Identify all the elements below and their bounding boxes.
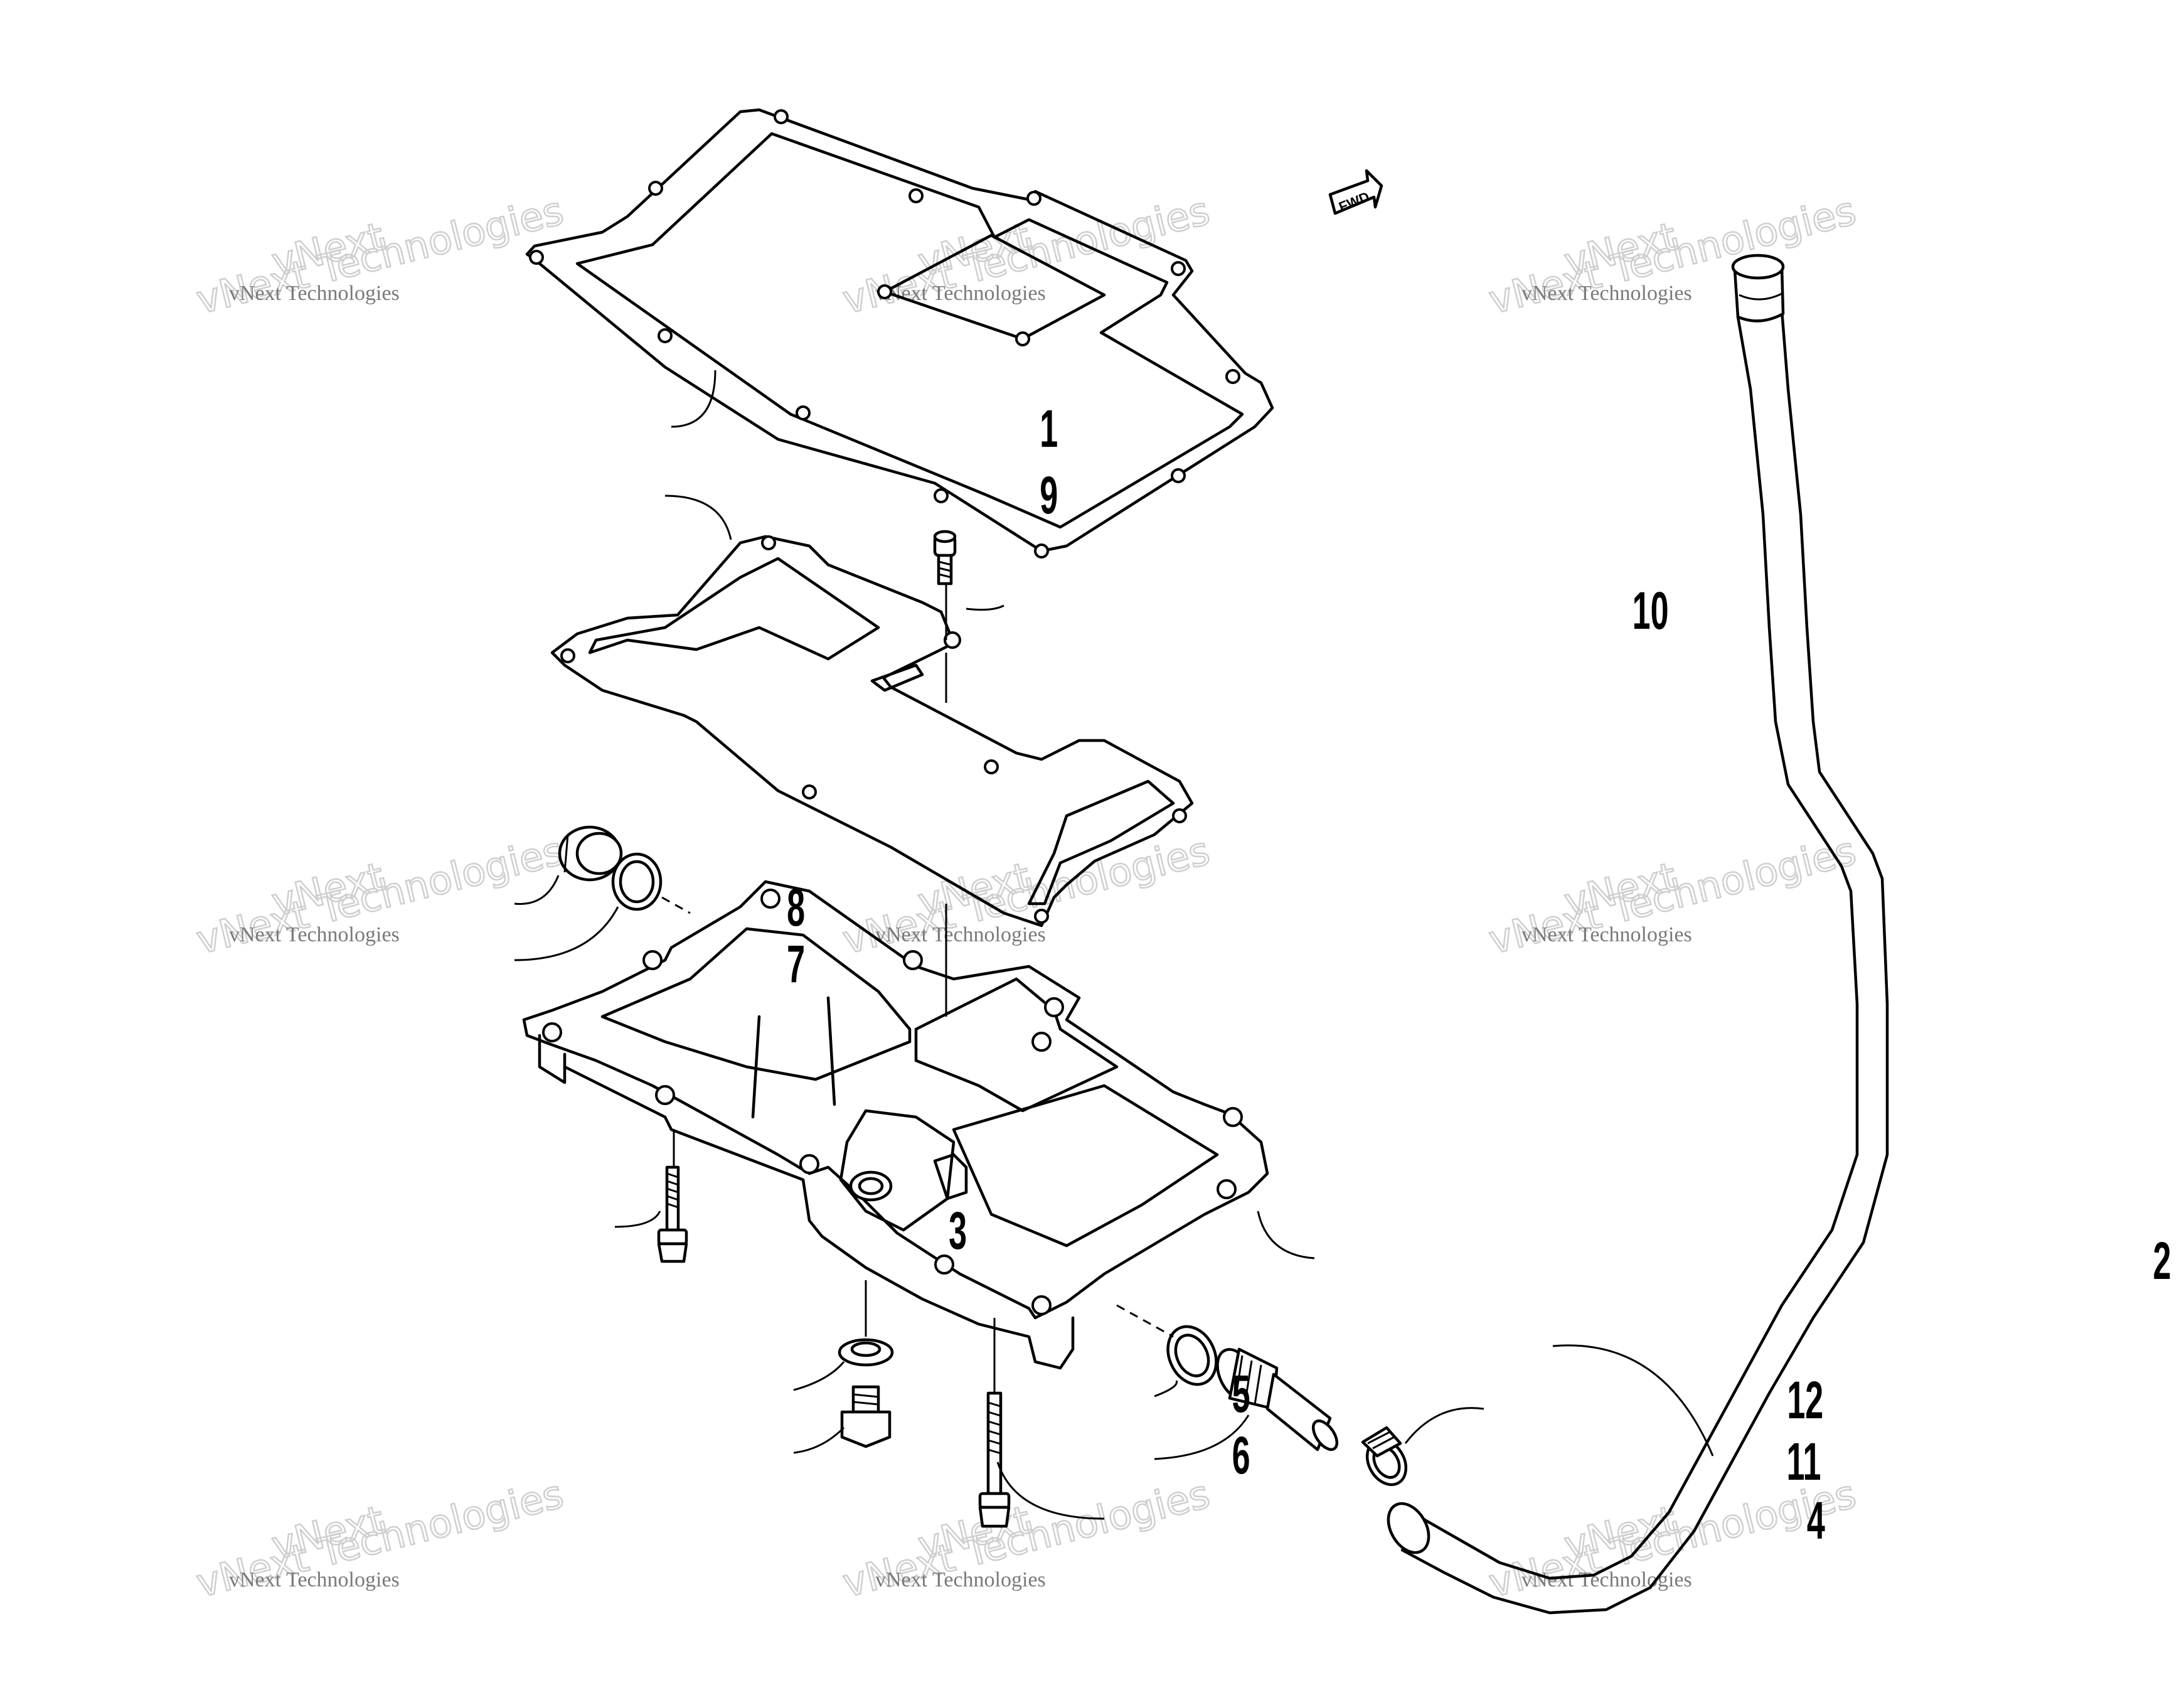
svg-text:vNext Technologies: vNext Technologies [229,282,400,305]
svg-text:vNext Technologies: vNext Technologies [875,1568,1046,1591]
baffle-plate [550,535,1194,928]
oil-pan-holes [542,889,1243,1315]
watermark: vNext Technologies vNext vNext Technolog… [191,1470,568,1607]
plug-axis [661,896,691,914]
breather-hose [1387,254,1889,1615]
callout-3: 3 [949,1201,967,1260]
watermark: vNext Technologies vNext vNext Technolog… [1484,827,1861,964]
callouts: 1 9 10 8 7 3 2 5 6 12 11 4 14 13 [787,399,2171,1550]
watermark: vNext Technologies vNext vNext Technolog… [1484,1470,1861,1607]
drain-washer [838,1286,894,1367]
callout-5: 5 [1232,1364,1250,1423]
callout-2: 2 [2153,1231,2171,1290]
svg-text:vNext Technologies: vNext Technologies [875,282,1046,305]
bolt-long [978,1318,1011,1528]
watermark: vNext Technologies vNext vNext Technolog… [838,1470,1215,1607]
callout-4: 4 [1807,1491,1825,1550]
svg-text:vNext Technologies: vNext Technologies [229,923,400,946]
o-ring [611,852,663,911]
callout-12: 12 [1787,1371,1823,1430]
hose-fitting [1216,1347,1339,1452]
drain-plug [840,1385,892,1448]
callout-9: 9 [1040,466,1058,525]
watermarks: vNext Technologies vNext vNext Technolog… [191,187,1861,1607]
fitting-axis [1116,1304,1174,1338]
watermark: vNext Technologies vNext vNext Technolog… [191,187,568,324]
gasket-holes [529,109,1240,559]
hose-clamp [1361,1426,1408,1487]
fwd-arrow-icon: FWD [1328,169,1383,215]
gasket-upper [525,108,1274,559]
callout-11: 11 [1786,1432,1821,1491]
filler-plug [558,825,623,882]
svg-text:vNext Technologies: vNext Technologies [1521,923,1692,946]
leader-lines [514,370,1714,1520]
watermark: vNext Technologies vNext vNext Technolog… [191,827,568,964]
svg-text:vNext Technologies: vNext Technologies [229,1568,400,1591]
watermark: vNext Technologies vNext vNext Technolog… [1484,187,1861,324]
svg-text:vNext Technologies: vNext Technologies [875,923,1046,946]
callout-6: 6 [1232,1426,1250,1485]
svg-text:vNext Technologies: vNext Technologies [1521,1568,1692,1591]
callout-8: 8 [787,878,805,937]
oil-pan [522,880,1269,1370]
bolt-short [657,1165,688,1263]
callout-7: 7 [787,934,805,993]
screw [933,530,957,640]
callout-10: 10 [1633,581,1669,640]
assembly-axes [673,653,947,1337]
callout-1: 1 [1040,399,1058,458]
svg-text:vNext Technologies: vNext Technologies [1521,282,1692,305]
fitting-o-ring [1166,1325,1218,1386]
